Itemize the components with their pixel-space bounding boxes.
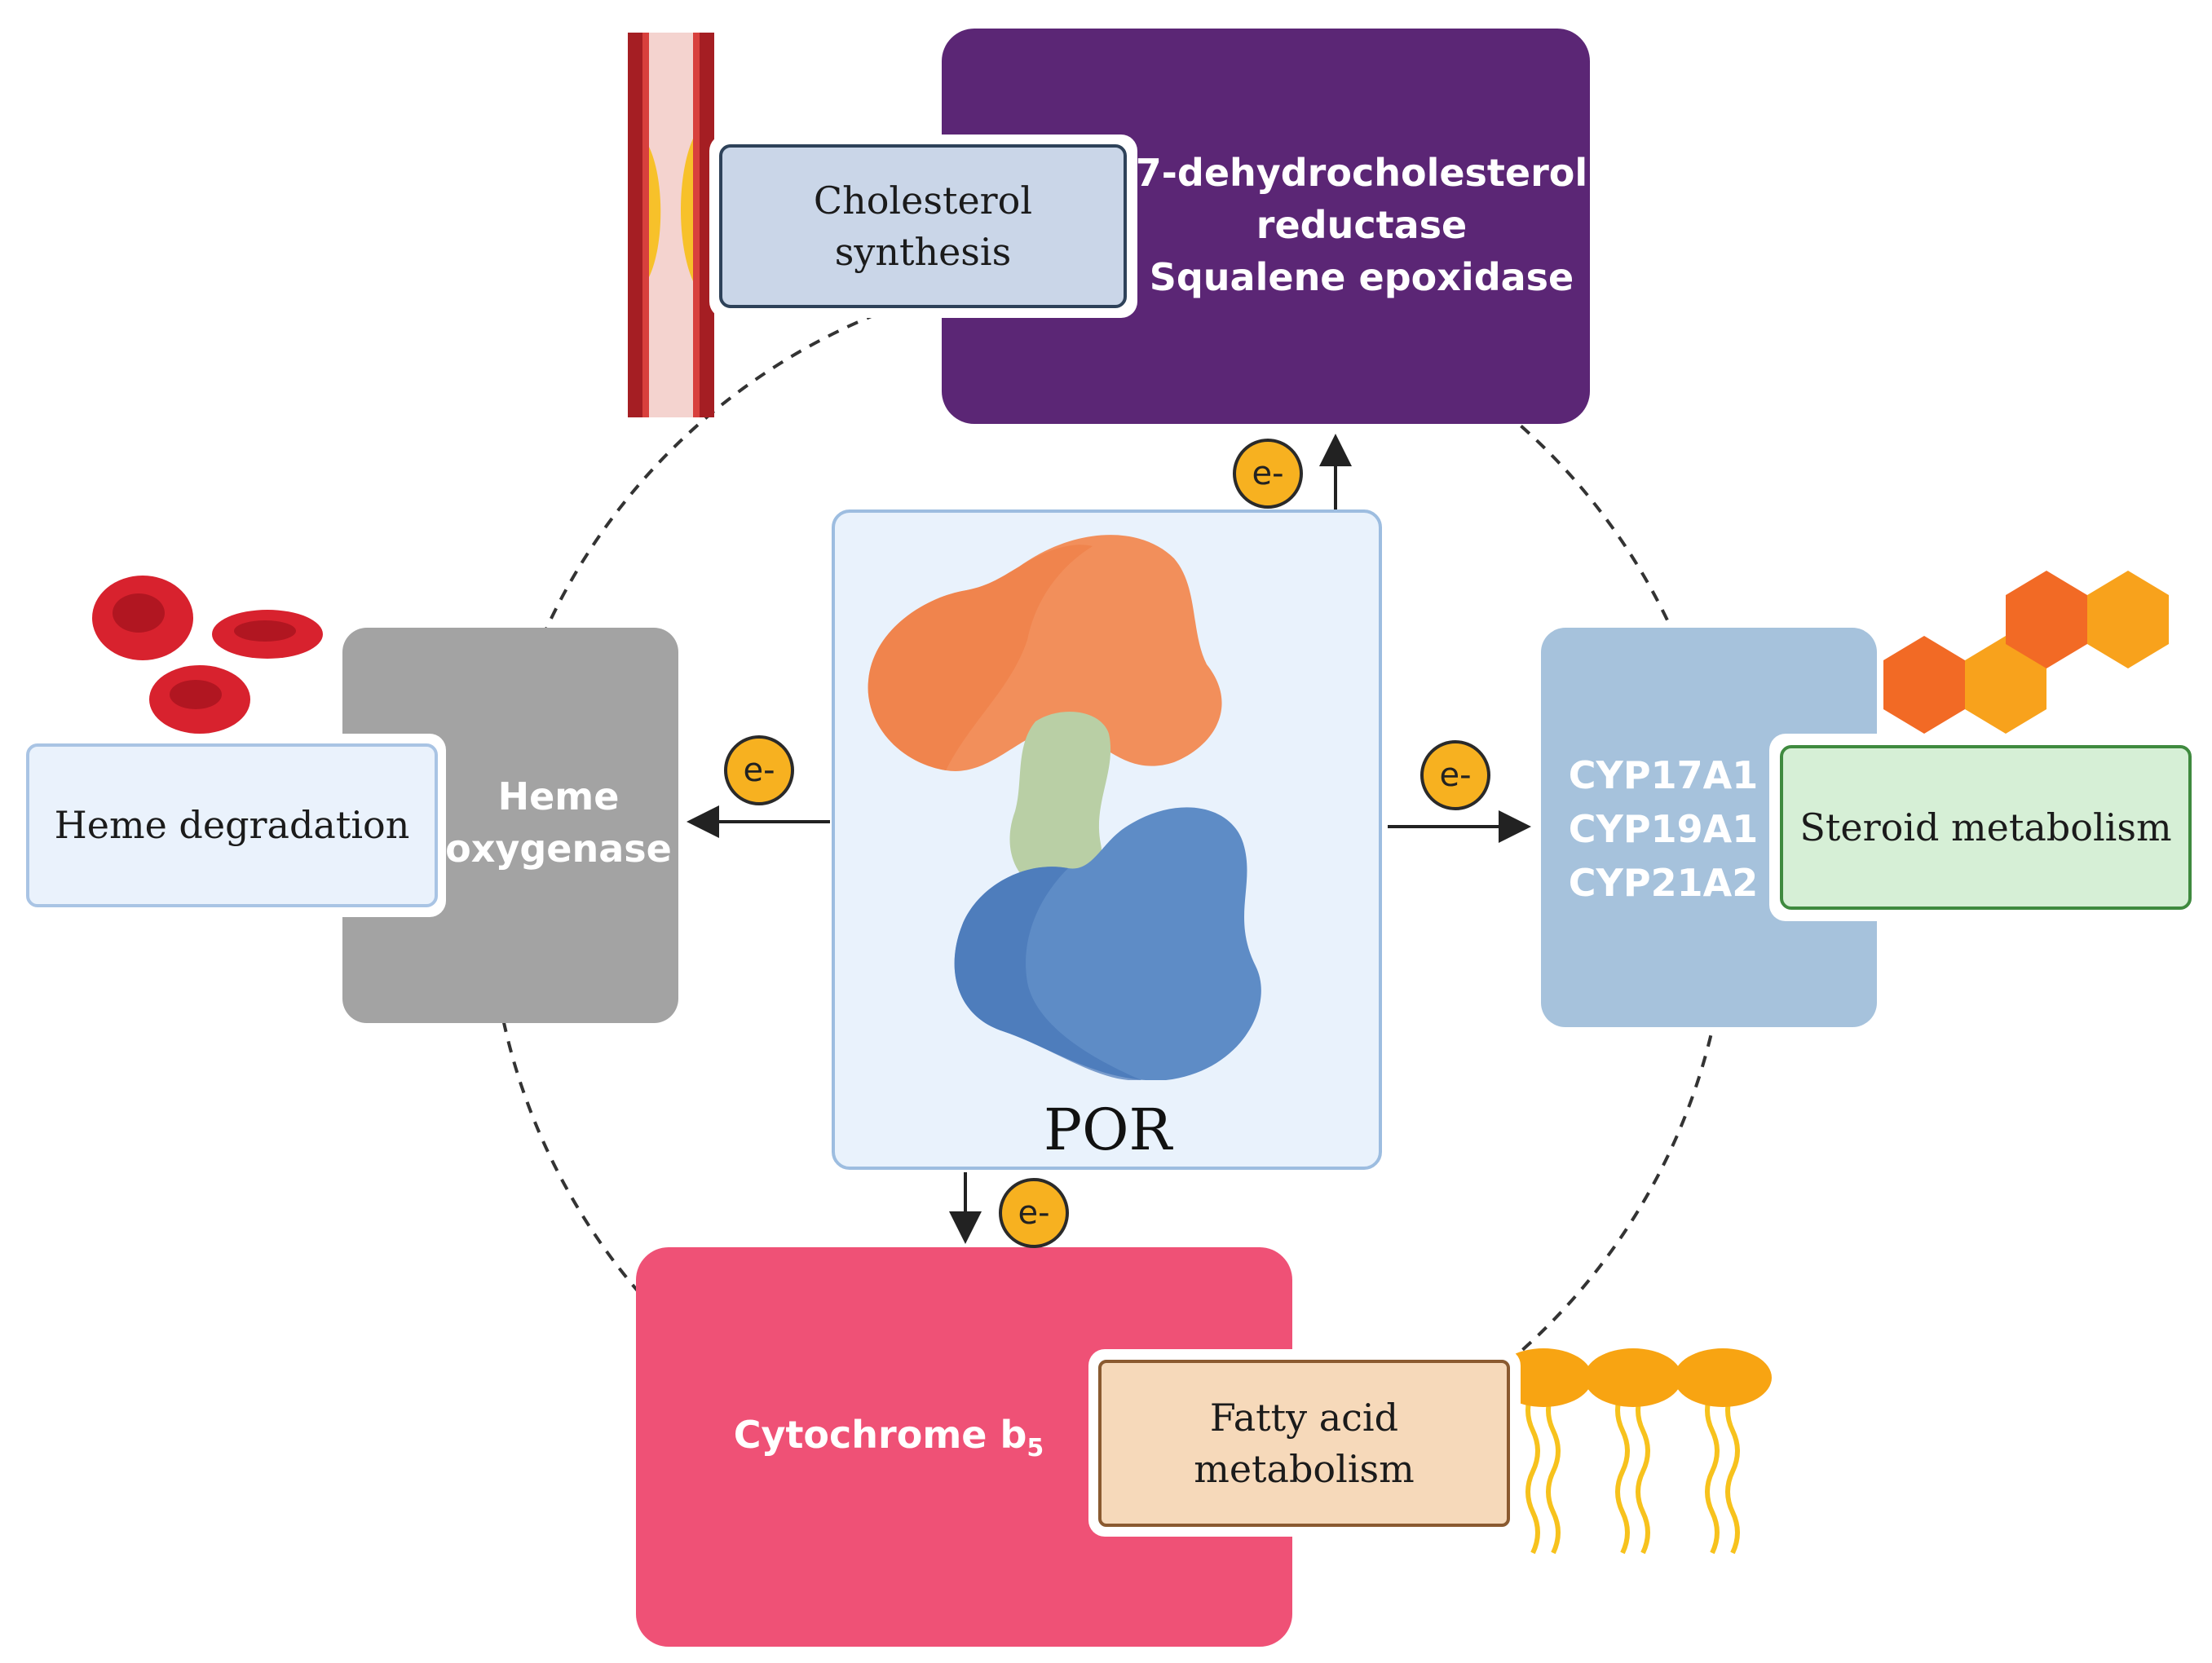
right-enzyme-label: CYP17A1 CYP19A1 CYP21A2 <box>1545 748 1782 910</box>
bottom-process-line-1: Fatty acid <box>1209 1396 1399 1440</box>
bottom-process-line-2: metabolism <box>1194 1446 1415 1491</box>
steroid-metabolism-box: Steroid metabolism <box>1780 745 2192 910</box>
bottom-enzyme-label: Cytochrome b5 <box>701 1409 1076 1475</box>
top-enzyme-line-1: 7-dehydrocholesterol <box>1135 151 1588 195</box>
bottom-enzyme-subscript: 5 <box>1027 1434 1044 1463</box>
right-process-label: Steroid metabolism <box>1799 805 2172 849</box>
top-process-line-2: synthesis <box>834 229 1012 274</box>
right-enzyme-line-2: CYP19A1 <box>1568 807 1759 851</box>
left-process-label: Heme degradation <box>54 803 410 848</box>
right-enzyme-line-1: CYP17A1 <box>1568 753 1759 797</box>
top-enzyme-label: 7-dehydrocholesterol reductase Squalene … <box>1133 147 1590 303</box>
electron-badge-left: e- <box>724 735 794 805</box>
blood-vessel-icon <box>628 33 714 417</box>
left-enzyme-label: Heme oxygenase <box>440 770 677 875</box>
electron-badge-bottom: e- <box>999 1178 1069 1248</box>
por-label: POR <box>1044 1096 1172 1163</box>
top-enzyme-line-2: reductase <box>1256 203 1468 247</box>
bottom-enzyme-text: Cytochrome b <box>733 1413 1027 1457</box>
red-blood-cell-icon <box>92 576 323 734</box>
cholesterol-synthesis-box: Cholesterol synthesis <box>719 144 1127 308</box>
fatty-acid-metabolism-box: Fatty acid metabolism <box>1098 1360 1510 1527</box>
right-enzyme-line-3: CYP21A2 <box>1568 861 1759 905</box>
heme-degradation-box: Heme degradation <box>26 743 438 907</box>
steroid-molecule-icon <box>1883 571 2169 734</box>
protein-icon <box>868 535 1261 1080</box>
electron-badge-right: e- <box>1420 740 1490 810</box>
top-process-line-1: Cholesterol <box>813 179 1033 223</box>
top-enzyme-line-3: Squalene epoxidase <box>1149 255 1574 299</box>
electron-badge-top: e- <box>1233 439 1303 509</box>
left-enzyme-line-2: oxygenase <box>445 827 672 871</box>
left-enzyme-line-1: Heme <box>497 774 620 818</box>
phospholipid-icon <box>1495 1348 1772 1555</box>
